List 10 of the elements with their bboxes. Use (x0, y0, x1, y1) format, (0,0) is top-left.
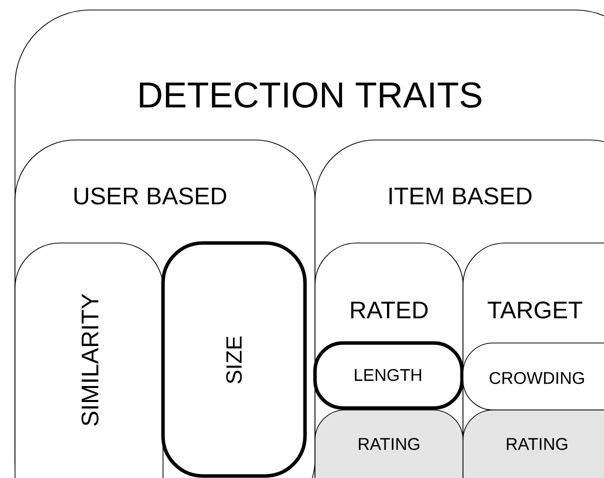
rounded-box: RATING (462, 410, 604, 478)
node-label: CROWDING (490, 372, 584, 384)
rounded-box: LENGTH (313, 341, 464, 410)
node-label: RATED (351, 302, 428, 318)
rounded-box: SIMILARITY (14, 242, 164, 478)
node-label: RATING (358, 438, 420, 450)
rounded-box: SIZE (161, 241, 307, 478)
rounded-box: RATING (314, 410, 464, 478)
node-label: USER BASED (74, 188, 226, 204)
rounded-box: CROWDING (462, 342, 604, 410)
